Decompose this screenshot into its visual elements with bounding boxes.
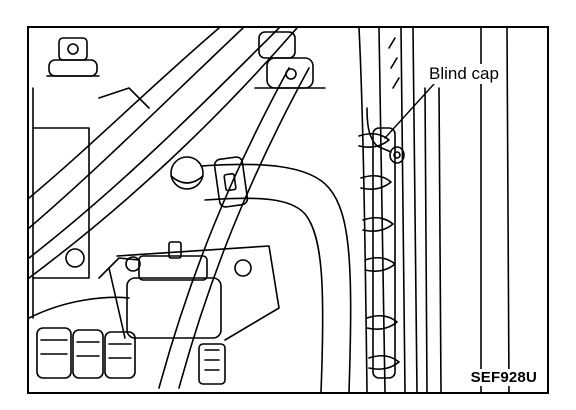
round-cap: [170, 156, 204, 190]
blind-cap: [366, 107, 405, 164]
lower-connectors: [29, 296, 136, 379]
line-art: [29, 28, 510, 392]
callout-leader: [384, 83, 435, 139]
main-hose: [200, 156, 352, 392]
upper-center-boot: [254, 31, 326, 89]
upper-left-boot: [46, 37, 100, 77]
clamp-stack: [358, 127, 400, 379]
right-panel-lines: [358, 28, 510, 392]
engine-hose-illustration: Blind cap SEF928U: [27, 26, 549, 394]
diagonal-hoses: [29, 28, 310, 389]
figure-code: SEF928U: [468, 369, 539, 386]
sensor-body: [108, 241, 280, 385]
blind-cap-callout: Blind cap: [427, 64, 501, 84]
engine-block: [32, 87, 150, 319]
